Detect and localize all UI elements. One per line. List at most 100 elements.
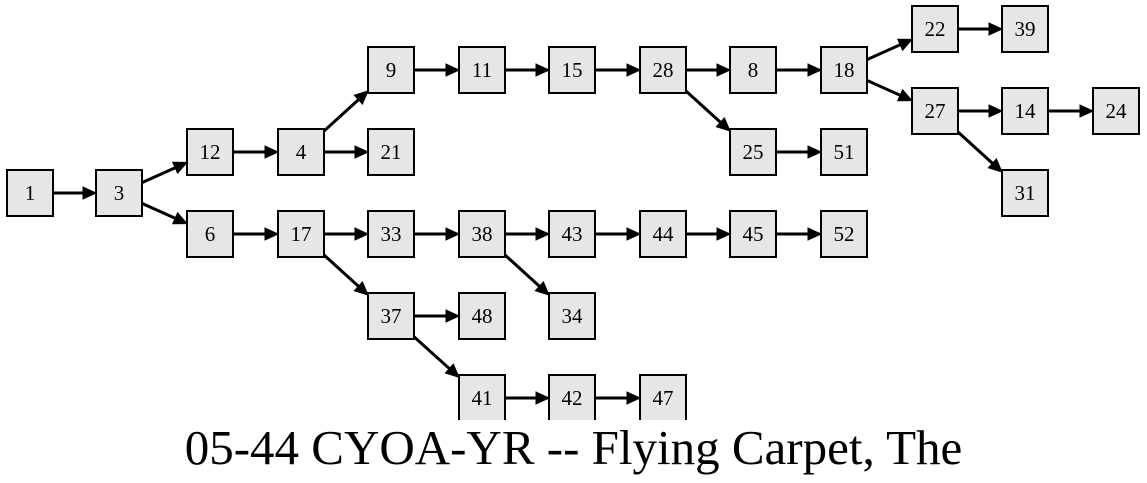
node-label: 14 xyxy=(1015,99,1037,123)
node-label: 12 xyxy=(200,140,221,164)
arrow-head-4-21 xyxy=(354,145,370,159)
node-45: 45 xyxy=(729,210,777,258)
node-box xyxy=(1001,5,1049,53)
edge-3-6 xyxy=(141,201,176,220)
node-box xyxy=(729,210,777,258)
node-label: 52 xyxy=(834,222,855,246)
arrow-head-18-22 xyxy=(896,38,914,52)
arrow-head-33-38 xyxy=(445,227,461,241)
node-6: 6 xyxy=(186,210,234,258)
node-box xyxy=(911,87,959,135)
arrow-head-18-27 xyxy=(896,88,914,102)
edge-4-9 xyxy=(322,98,360,133)
node-4: 4 xyxy=(277,128,325,176)
node-label: 27 xyxy=(925,99,946,123)
arrow-head-38-43 xyxy=(535,227,551,241)
arrow-head-3-12 xyxy=(171,161,189,175)
arrow-head-6-17 xyxy=(264,227,280,241)
node-box xyxy=(548,210,596,258)
arrow-head-11-15 xyxy=(535,63,551,77)
arrow-head-8-18 xyxy=(807,63,823,77)
node-8: 8 xyxy=(729,46,777,94)
node-21: 21 xyxy=(367,128,415,176)
node-label: 44 xyxy=(653,222,675,246)
node-51: 51 xyxy=(820,128,868,176)
graph-title: 05-44 CYOA-YR -- Flying Carpet, The xyxy=(184,420,963,475)
arrow-head-45-52 xyxy=(807,227,823,241)
node-label: 9 xyxy=(386,58,397,82)
node-label: 45 xyxy=(743,222,764,246)
node-box xyxy=(548,46,596,94)
node-box xyxy=(186,210,234,258)
node-box xyxy=(639,46,687,94)
node-37: 37 xyxy=(367,292,415,340)
node-28: 28 xyxy=(639,46,687,94)
node-label: 25 xyxy=(743,140,764,164)
node-42: 42 xyxy=(548,374,596,420)
node-box xyxy=(458,374,506,420)
arrow-head-14-24 xyxy=(1079,104,1095,118)
arrow-head-25-51 xyxy=(807,145,823,159)
node-3: 3 xyxy=(95,169,143,217)
node-label: 39 xyxy=(1015,17,1036,41)
node-label: 31 xyxy=(1015,181,1036,205)
node-label: 15 xyxy=(562,58,583,82)
node-label: 4 xyxy=(296,140,307,164)
arrow-head-44-45 xyxy=(716,227,732,241)
node-label: 34 xyxy=(562,304,584,328)
node-box xyxy=(639,210,687,258)
node-label: 21 xyxy=(381,140,402,164)
node-box xyxy=(367,128,415,176)
node-box xyxy=(367,46,415,94)
node-box xyxy=(1001,169,1049,217)
node-label: 37 xyxy=(381,304,402,328)
arrow-head-41-42 xyxy=(535,391,551,405)
node-box xyxy=(1001,87,1049,135)
node-box xyxy=(548,374,596,420)
node-box xyxy=(367,210,415,258)
node-box xyxy=(729,46,777,94)
node-9: 9 xyxy=(367,46,415,94)
arrow-head-17-37 xyxy=(353,280,369,296)
edge-38-34 xyxy=(503,253,541,288)
node-1: 1 xyxy=(6,169,54,217)
node-48: 48 xyxy=(458,292,506,340)
node-box xyxy=(277,210,325,258)
node-31: 31 xyxy=(1001,169,1049,217)
node-47: 47 xyxy=(639,374,687,420)
node-label: 43 xyxy=(562,222,583,246)
arrow-head-9-11 xyxy=(445,63,461,77)
arrow-head-38-34 xyxy=(534,280,550,296)
node-27: 27 xyxy=(911,87,959,135)
edge-17-37 xyxy=(322,253,360,288)
node-24: 24 xyxy=(1092,87,1140,135)
node-label: 1 xyxy=(25,181,36,205)
arrow-head-28-25 xyxy=(715,116,731,132)
node-label: 3 xyxy=(114,181,125,205)
node-box xyxy=(186,128,234,176)
arrow-head-4-9 xyxy=(353,90,369,106)
node-label: 24 xyxy=(1106,99,1128,123)
node-label: 11 xyxy=(472,58,492,82)
edge-28-25 xyxy=(684,89,722,124)
arrow-head-15-28 xyxy=(626,63,642,77)
node-label: 42 xyxy=(562,386,583,410)
node-label: 28 xyxy=(653,58,674,82)
node-box xyxy=(820,46,868,94)
arrow-head-27-14 xyxy=(988,104,1004,118)
node-25: 25 xyxy=(729,128,777,176)
arrow-head-43-44 xyxy=(626,227,642,241)
node-17: 17 xyxy=(277,210,325,258)
node-38: 38 xyxy=(458,210,506,258)
node-box xyxy=(820,210,868,258)
node-label: 48 xyxy=(472,304,493,328)
node-box xyxy=(458,292,506,340)
arrow-head-27-31 xyxy=(987,157,1003,173)
arrow-head-37-41 xyxy=(444,363,460,379)
arrow-head-17-33 xyxy=(354,227,370,241)
edge-37-41 xyxy=(412,335,451,370)
arrow-head-42-47 xyxy=(626,391,642,405)
arrow-head-28-8 xyxy=(716,63,732,77)
node-41: 41 xyxy=(458,374,506,420)
